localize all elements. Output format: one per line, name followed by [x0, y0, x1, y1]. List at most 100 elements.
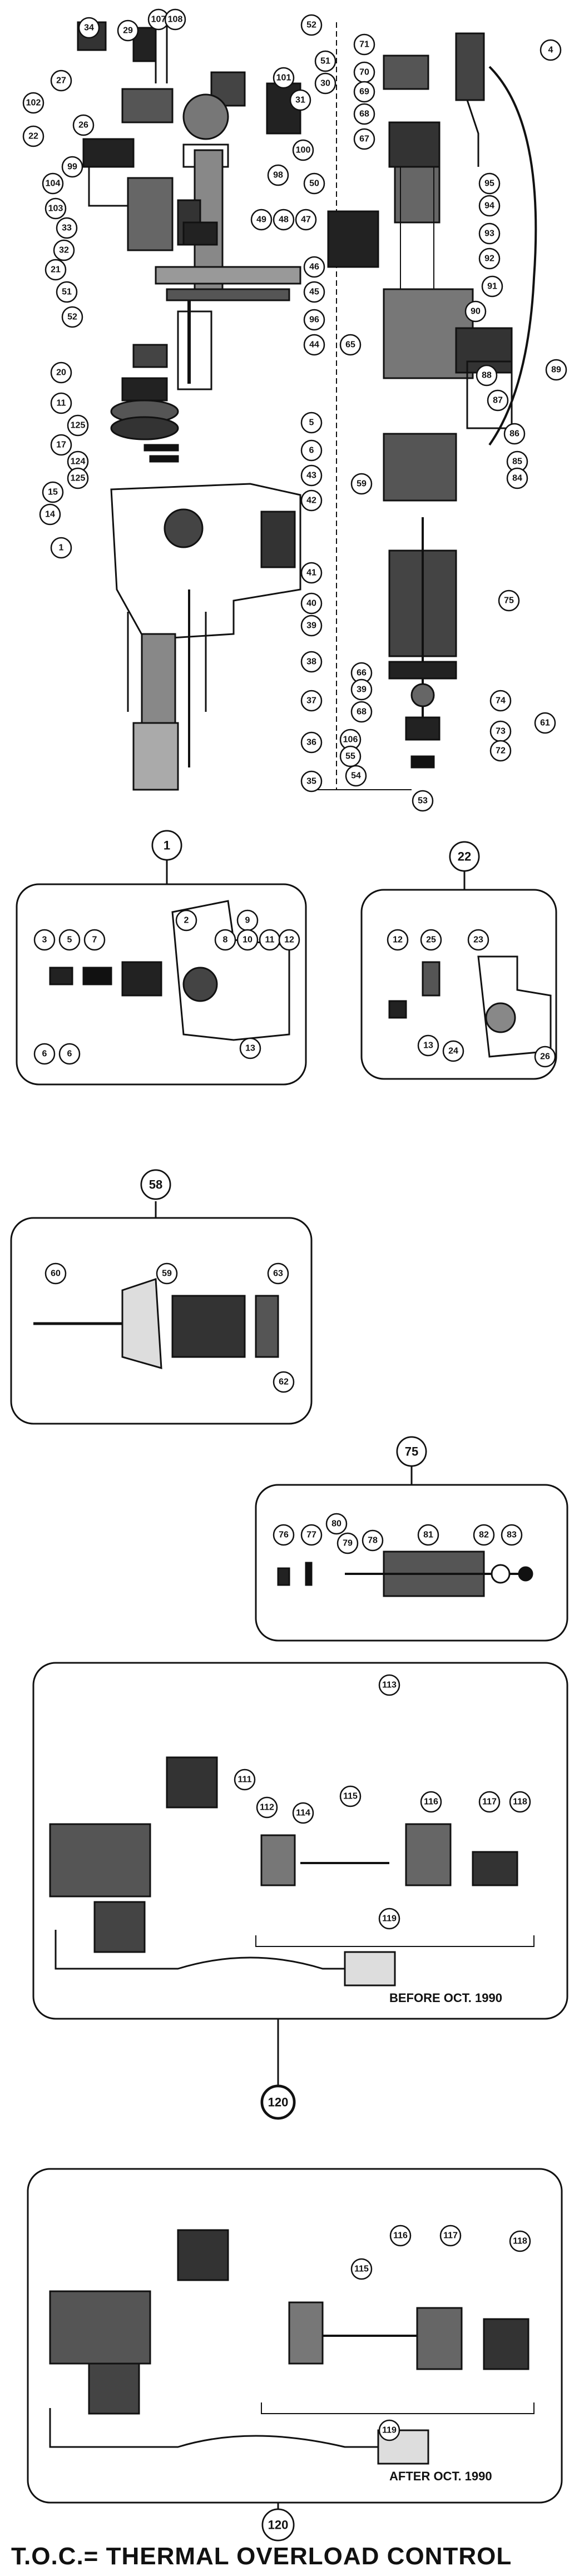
main-callout-left-15: 104: [42, 172, 64, 195]
svg-text:86: 86: [509, 429, 519, 439]
svg-text:52: 52: [306, 21, 316, 30]
inset-1-callout-3: 2: [175, 909, 197, 932]
main-callout-left-0: 34: [78, 17, 100, 39]
inset-22-callout-2: 23: [467, 929, 489, 951]
inset-75-callout-6: 82: [473, 1524, 495, 1546]
main-callout-left-37: 5: [300, 412, 323, 434]
inset-before-callout-0: 113: [378, 1674, 400, 1696]
svg-text:27: 27: [56, 76, 66, 86]
svg-text:48: 48: [279, 215, 289, 225]
svg-text:14: 14: [45, 510, 55, 519]
inset-75-callout-4: 78: [362, 1529, 384, 1552]
svg-text:58: 58: [149, 1178, 162, 1192]
svg-text:116: 116: [393, 2231, 408, 2241]
inset-1-callout-0: 3: [33, 929, 56, 951]
inset-1-callout-4: 8: [214, 929, 236, 951]
main-callout-right-14: 86: [503, 423, 526, 445]
svg-text:6: 6: [42, 1049, 47, 1059]
main-callout-left-32: 11: [50, 392, 72, 414]
svg-text:118: 118: [513, 1797, 527, 1807]
inset-before-callout-1: 111: [234, 1768, 256, 1791]
svg-text:46: 46: [309, 262, 319, 272]
main-callout-right-11: 89: [545, 359, 567, 381]
inset-1-title: 1: [151, 830, 182, 861]
svg-text:88: 88: [482, 371, 492, 380]
svg-text:13: 13: [423, 1041, 433, 1051]
inset-58-callout-3: 62: [273, 1371, 295, 1393]
svg-text:95: 95: [484, 179, 494, 189]
inset-22-callout-4: 24: [442, 1040, 464, 1062]
main-callout-left-9: 51: [314, 50, 336, 72]
svg-text:52: 52: [67, 313, 77, 322]
svg-text:81: 81: [423, 1530, 433, 1540]
main-callout-left-26: 52: [61, 306, 83, 328]
main-callout-right-10: 90: [464, 300, 487, 323]
inset-1-callout-1: 5: [58, 929, 81, 951]
inset-1-callout-5: 9: [236, 909, 259, 932]
svg-text:59: 59: [357, 479, 367, 489]
svg-text:2: 2: [184, 916, 189, 925]
svg-text:89: 89: [551, 365, 561, 375]
inset-58-callout-0: 60: [44, 1262, 67, 1285]
svg-text:44: 44: [309, 340, 319, 350]
svg-text:124: 124: [71, 457, 86, 467]
main-callout-left-12: 31: [289, 89, 311, 111]
inset-75-callout-2: 80: [325, 1513, 348, 1535]
inset-22-callout-5: 26: [534, 1046, 556, 1068]
main-callout-left-4: 52: [300, 14, 323, 36]
svg-text:31: 31: [295, 96, 305, 105]
svg-text:61: 61: [540, 719, 550, 728]
svg-text:115: 115: [343, 1792, 358, 1801]
main-callout-right-29: 72: [489, 740, 512, 762]
svg-text:11: 11: [57, 399, 66, 408]
svg-text:98: 98: [273, 171, 283, 180]
svg-text:101: 101: [276, 73, 291, 83]
svg-text:125: 125: [71, 421, 86, 430]
main-callout-right-13: 87: [487, 389, 509, 412]
svg-text:113: 113: [382, 1681, 397, 1690]
main-callout-left-50: 35: [300, 770, 323, 792]
svg-text:119: 119: [382, 2426, 397, 2435]
main-callout-right-28: 54: [345, 765, 367, 787]
main-callout-left-47: 38: [300, 651, 323, 673]
inset-after-callout-3: 115: [350, 2258, 373, 2280]
inset-58: [10, 1169, 313, 1425]
inset-before-callout-3: 114: [292, 1802, 314, 1824]
svg-text:43: 43: [306, 471, 316, 480]
svg-text:40: 40: [306, 599, 316, 608]
svg-text:34: 34: [84, 23, 94, 33]
svg-text:80: 80: [331, 1519, 342, 1529]
inset-1-callout-2: 7: [83, 929, 106, 951]
inset-1: [16, 830, 307, 1086]
inset-before-callout-5: 116: [420, 1791, 442, 1813]
svg-text:78: 78: [368, 1536, 378, 1545]
svg-text:68: 68: [357, 707, 367, 717]
main-callout-left-48: 37: [300, 690, 323, 712]
svg-text:51: 51: [62, 288, 72, 297]
svg-text:62: 62: [279, 1378, 289, 1387]
inset-1-callout-11: 13: [239, 1037, 261, 1059]
svg-text:20: 20: [56, 368, 66, 378]
inset-22-callout-0: 12: [387, 929, 409, 951]
svg-text:75: 75: [405, 1445, 418, 1459]
svg-text:23: 23: [473, 935, 483, 945]
inset-1-callout-6: 10: [236, 929, 259, 951]
svg-text:111: 111: [238, 1775, 252, 1785]
svg-text:84: 84: [512, 474, 522, 483]
inset-75-callout-5: 81: [417, 1524, 439, 1546]
svg-text:47: 47: [301, 215, 311, 225]
inset-before-1990: [32, 1662, 568, 2120]
main-callout-right-7: 93: [478, 222, 501, 245]
main-callout-left-38: 6: [300, 439, 323, 462]
svg-text:69: 69: [359, 87, 369, 97]
svg-text:90: 90: [471, 307, 481, 316]
svg-text:41: 41: [306, 568, 316, 578]
main-callout-right-0: 71: [353, 33, 375, 56]
inset-1-callout-8: 12: [278, 929, 300, 951]
inset-75-callout-7: 83: [501, 1524, 523, 1546]
svg-text:30: 30: [320, 79, 330, 88]
svg-text:114: 114: [296, 1809, 310, 1818]
svg-text:21: 21: [51, 265, 61, 275]
main-callout-left-31: 20: [50, 361, 72, 384]
svg-text:115: 115: [354, 2265, 369, 2274]
